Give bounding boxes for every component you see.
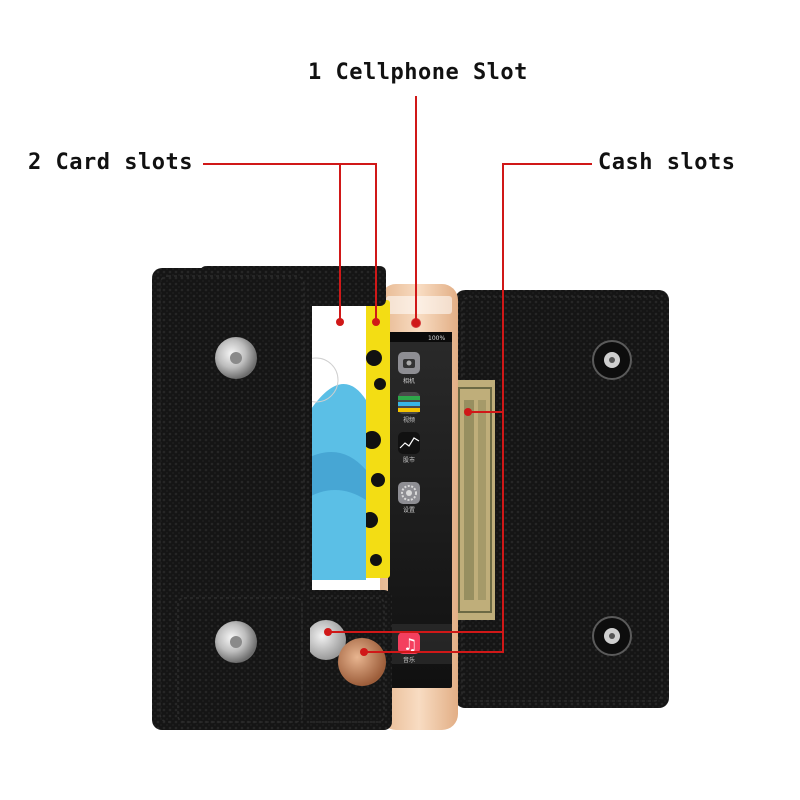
card-white-blue [293,296,366,580]
app-label-music: 音乐 [403,656,415,664]
smartphone: 100% 相机 视频 股市 [380,284,458,730]
coin-pocket [170,590,392,730]
dollar-bill [455,380,495,620]
leader-dots [324,318,472,656]
leader-line-card-yellow [203,163,377,322]
music-icon: ♫ [398,632,420,654]
settings-icon [398,482,420,504]
leader-lines [203,96,592,653]
app-label-camera: 相机 [403,377,415,385]
camera-icon [398,352,420,374]
label-cash-slots: Cash slots [598,150,736,175]
app-label-video: 视频 [403,416,415,424]
snap-socket-bottom-right [592,616,632,656]
cash-pocket-panel [455,290,669,708]
label-cellphone-slot: 1 Cellphone Slot [308,60,528,85]
snap-socket-top-right [592,340,632,380]
label-card-slots: 2 Card slots [28,150,193,175]
battery-text: 100% [428,335,445,342]
app-label-settings: 设置 [403,506,415,514]
phone-screen [388,332,452,688]
app-label-stocks: 股市 [403,456,415,464]
stocks-icon [398,432,420,454]
video-icon [398,392,420,414]
magnetic-snap-bottom-left [215,621,257,663]
leader-line-cash-coin [364,163,592,653]
svg-text:♫: ♫ [403,635,417,654]
copper-coin [338,638,386,686]
magnetic-snap-top-left [215,337,257,379]
silver-coin [306,620,346,660]
